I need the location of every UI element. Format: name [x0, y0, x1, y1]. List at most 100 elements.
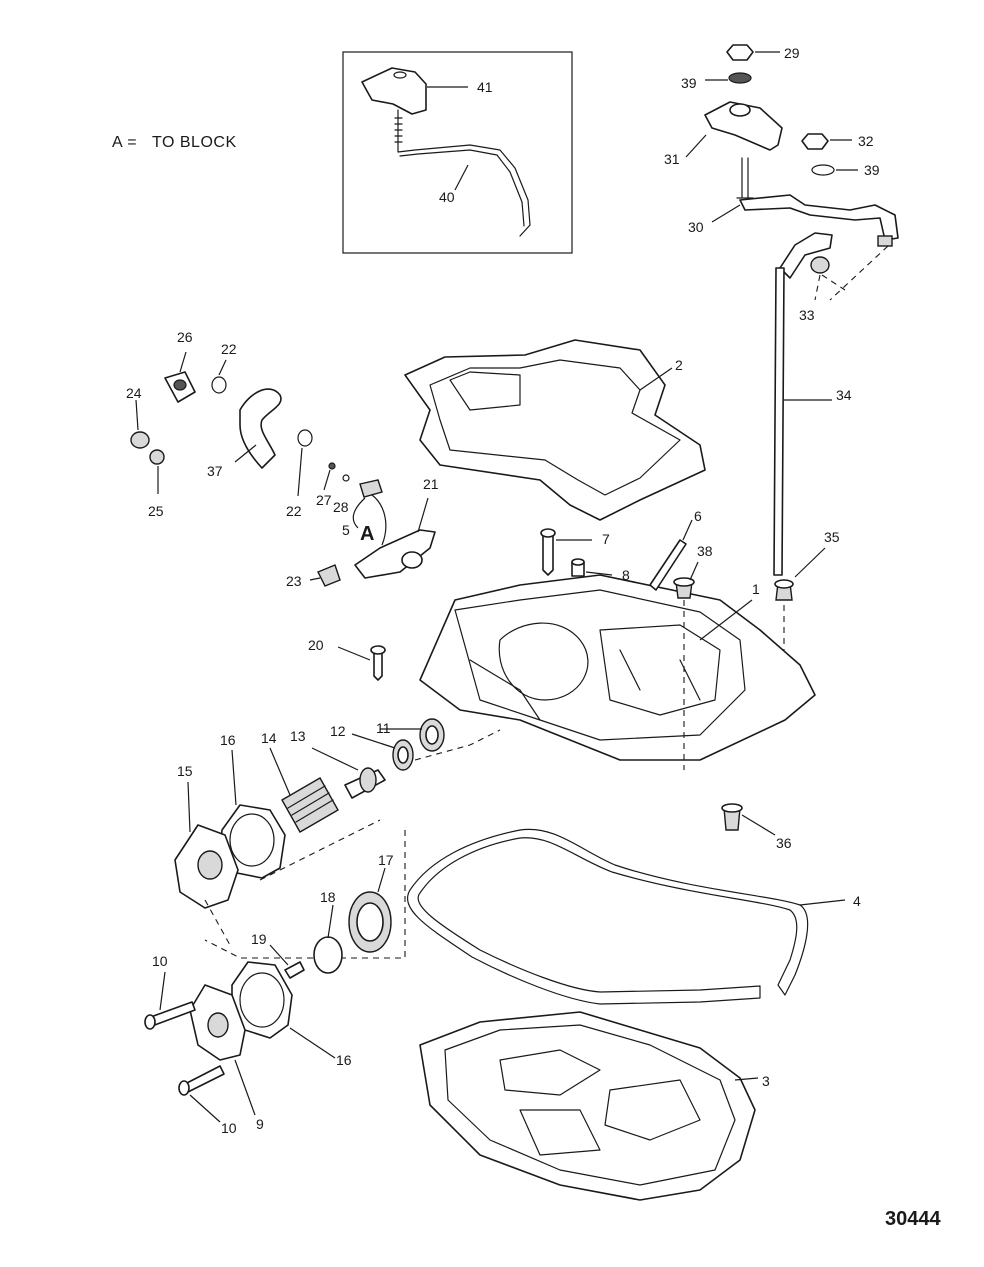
leader-17: [377, 867, 386, 893]
callout-14: 14: [261, 730, 277, 746]
leader-10a: [159, 971, 166, 1011]
part-22a-clamp: [211, 376, 227, 394]
part-2-gasket: [404, 339, 706, 521]
callout-40: 40: [439, 189, 455, 205]
callout-41: 41: [477, 79, 493, 95]
part-17-inner: [356, 902, 384, 942]
leader-1: [699, 599, 753, 641]
callout-10b: 10: [221, 1120, 237, 1136]
part-40-link-rod: [397, 109, 531, 237]
leader-4: [799, 899, 846, 906]
part-39b-washer: [811, 164, 835, 176]
leader-18: [327, 904, 334, 939]
part-30-stud: [736, 157, 754, 199]
part-34-rod: [773, 267, 785, 576]
leader-27: [323, 469, 331, 491]
callout-32: 32: [858, 133, 874, 149]
part-21-port: [401, 551, 423, 569]
part-39-washer: [728, 72, 752, 84]
leader-6: [682, 519, 693, 541]
callout-9: 9: [256, 1116, 264, 1132]
callout-16a: 16: [220, 732, 236, 748]
part-11-inner: [425, 725, 439, 745]
callout-22b: 22: [286, 503, 302, 519]
leader-21: [417, 497, 429, 533]
callout-5: 5: [342, 522, 350, 538]
leader-40: [454, 164, 469, 191]
callout-12: 12: [330, 723, 346, 739]
part-16b-opening: [239, 972, 285, 1028]
callout-21: 21: [423, 476, 439, 492]
part-22b-clamp: [297, 429, 313, 447]
part-25-nut: [149, 449, 165, 465]
leader-23: [309, 577, 321, 581]
callout-30: 30: [688, 219, 704, 235]
part-16-opening: [229, 813, 275, 867]
part-18-disk: [313, 936, 343, 974]
callout-37: 37: [207, 463, 223, 479]
callout-3: 3: [762, 1073, 770, 1089]
caption-text: TO BLOCK: [152, 134, 237, 151]
leader-22b: [297, 447, 303, 497]
callout-8: 8: [622, 567, 630, 583]
leader-37: [234, 444, 257, 463]
marker-a: A: [360, 523, 374, 545]
callout-25: 25: [148, 503, 164, 519]
part-10b-head: [178, 1080, 190, 1096]
thermostat-fittings: [130, 351, 436, 587]
part-41-block: [361, 67, 427, 115]
callout-19: 19: [251, 931, 267, 947]
block-fasteners: [540, 519, 699, 770]
leader-16b: [289, 1027, 336, 1059]
callout-4: 4: [853, 893, 861, 909]
callout-18: 18: [320, 889, 336, 905]
part-13-disk: [359, 767, 377, 793]
leader-19: [269, 944, 289, 966]
callout-39b: 39: [864, 162, 880, 178]
leader-20: [337, 646, 371, 661]
leader-35: [794, 547, 826, 578]
part-32-nut: [801, 133, 829, 150]
callout-11: 11: [376, 720, 391, 736]
part-20-bolt-group: [337, 645, 386, 681]
callout-13: 13: [290, 728, 306, 744]
leader-2: [639, 367, 673, 391]
part-8-top: [571, 558, 585, 566]
part-35-flange: [774, 579, 794, 589]
part-10a-head: [144, 1014, 156, 1030]
callout-23: 23: [286, 573, 302, 589]
caption-key: A =: [112, 134, 137, 151]
leader-31: [685, 134, 707, 158]
part-20-head: [370, 645, 386, 655]
part-38-top: [673, 577, 695, 587]
callout-35: 35: [824, 529, 840, 545]
part-14-spring: [281, 777, 339, 833]
callout-33: 33: [799, 307, 815, 323]
callout-15: 15: [177, 763, 193, 779]
leader-13: [311, 747, 359, 771]
leader-15: [187, 781, 191, 833]
figure-number: 30444: [885, 1208, 941, 1230]
callout-38: 38: [697, 543, 713, 559]
callout-27: 27: [316, 492, 332, 508]
part-12-inner: [397, 746, 409, 764]
part-27-spring: [328, 462, 336, 470]
part-1-adapter-plate: [419, 574, 816, 761]
cover-kit: [144, 867, 392, 1123]
part-14-coils: [287, 785, 334, 823]
leader-9: [234, 1059, 256, 1116]
leader-14: [269, 747, 291, 796]
callout-16b: 16: [336, 1052, 352, 1068]
callout-labels: A 41 40 29 39 31 32 39 30 33 34 2 26 22 …: [126, 45, 880, 1136]
callout-2: 2: [675, 357, 683, 373]
part-15-hub: [197, 850, 223, 880]
part-9-hub: [207, 1012, 229, 1038]
part-19-screw: [284, 961, 305, 979]
part-24-cap: [130, 431, 150, 449]
leader-16a: [231, 749, 237, 806]
part-4-seal: [407, 828, 846, 1005]
part-41-hole: [393, 71, 407, 79]
rod-assembly: [773, 267, 832, 700]
callout-29: 29: [784, 45, 800, 61]
